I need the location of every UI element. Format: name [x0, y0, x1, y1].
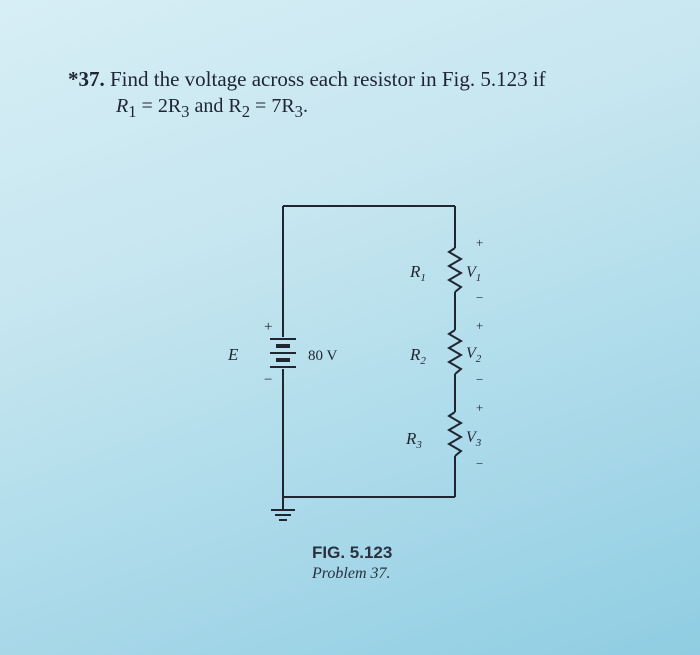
figure-number: FIG. 5.123 — [312, 543, 393, 562]
problem-number: *37. — [68, 67, 105, 91]
resistor-r3-zigzag — [447, 411, 463, 457]
figure-caption: FIG. 5.123 Problem 37. — [312, 543, 392, 583]
source-minus: − — [264, 372, 272, 388]
ground-icon — [271, 509, 295, 521]
source-value: 80 V — [308, 348, 337, 364]
resistor-r1-zigzag — [447, 247, 463, 293]
battery-symbol — [270, 338, 296, 368]
figure-problem-ref: Problem 37. — [312, 565, 391, 582]
r2-label: R2 — [409, 345, 426, 367]
relation-part-3: = 7R — [250, 95, 295, 117]
v3-label: V3 — [466, 429, 482, 449]
source-label: E — [227, 345, 239, 364]
r2-subscript: 2 — [241, 102, 251, 121]
v1-minus: − — [476, 290, 483, 305]
source-plus: + — [264, 319, 272, 335]
circuit-labels: + − E 80 V R1 + V1 − R2 + V2 − R3 + V3 − — [227, 235, 483, 471]
r1-symbol: R — [116, 95, 129, 117]
circuit-wires — [282, 205, 463, 510]
resistor-r2-zigzag — [447, 329, 463, 375]
relation-period: . — [303, 95, 308, 117]
v3-minus: − — [476, 456, 483, 471]
v1-label: V1 — [466, 264, 481, 284]
relation-part-1: = 2R — [136, 95, 182, 117]
v2-minus: − — [476, 372, 483, 387]
r1-label: R1 — [409, 262, 426, 284]
r3-subscript-2: 3 — [294, 102, 303, 121]
relation-part-2: and R — [189, 95, 242, 117]
problem-line-1: *37. Find the voltage across each resist… — [68, 66, 668, 93]
v3-plus: + — [476, 400, 483, 415]
problem-line-2: R1 = 2R3 and R2 = 7R3. — [68, 93, 668, 125]
v1-plus: + — [476, 235, 483, 250]
v2-label: V2 — [466, 345, 482, 365]
r3-subscript: 3 — [181, 102, 190, 121]
problem-text: Find the voltage across each resistor in… — [110, 67, 546, 91]
problem-statement: *37. Find the voltage across each resist… — [68, 66, 668, 125]
r3-label: R3 — [405, 429, 422, 451]
r1-subscript: 1 — [128, 102, 137, 121]
v2-plus: + — [476, 318, 483, 333]
